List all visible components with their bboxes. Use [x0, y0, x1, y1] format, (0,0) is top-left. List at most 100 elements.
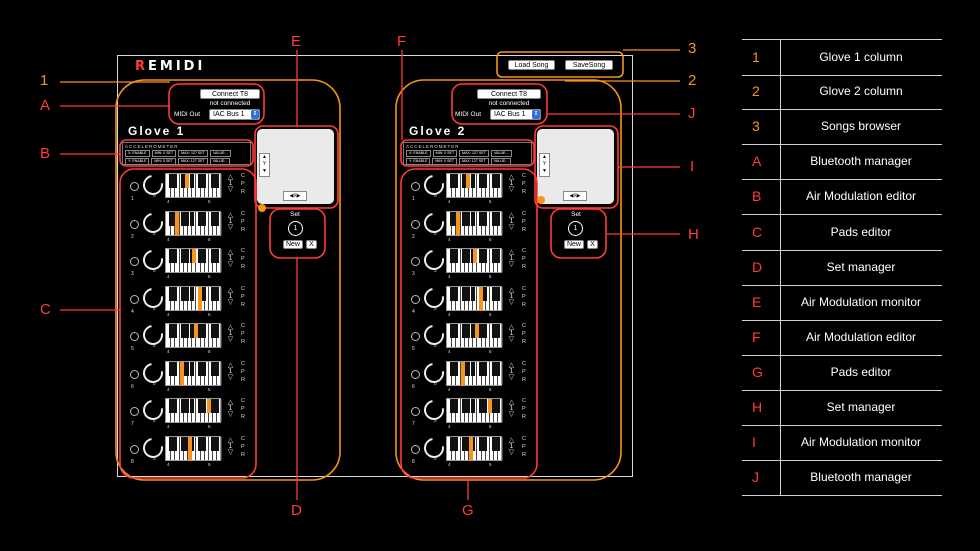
- glove1-delete-set-button[interactable]: X: [306, 240, 317, 249]
- pad-keyboard[interactable]: [446, 398, 503, 423]
- pad-keyboard[interactable]: [446, 248, 503, 273]
- glove2-delete-set-button[interactable]: X: [587, 240, 598, 249]
- pad-select-radio[interactable]: [411, 257, 420, 266]
- legend-text: Glove 2 column: [819, 84, 903, 99]
- pad-select-radio[interactable]: [411, 294, 420, 304]
- pad-knob-value: 0: [434, 380, 437, 386]
- select-chevron-icon: ⇕: [251, 110, 259, 119]
- glove1-new-set-button[interactable]: New: [283, 240, 303, 249]
- pad-keyboard[interactable]: [446, 210, 503, 236]
- glove1-set-number[interactable]: 1: [288, 221, 303, 236]
- octave-stepper[interactable]: △1▽: [227, 361, 234, 381]
- pad-select-radio[interactable]: [411, 182, 420, 191]
- pad-keyboard[interactable]: [165, 285, 222, 311]
- pad-select-radio[interactable]: [411, 332, 420, 341]
- glove2-new-set-button[interactable]: New: [564, 240, 584, 249]
- pad-knob-value: 0: [153, 418, 156, 423]
- octave-stepper[interactable]: △1▽: [227, 249, 234, 268]
- octave-stepper[interactable]: △1▽: [227, 211, 234, 231]
- octave-stepper[interactable]: △1▽: [508, 436, 515, 456]
- octave-stepper[interactable]: △1▽: [508, 211, 515, 231]
- octave-stepper[interactable]: △1▽: [227, 399, 234, 418]
- glove2-y-max[interactable]: MAX: 127 SET: [458, 158, 489, 165]
- glove2-y-min[interactable]: MIN: 0 SET: [432, 158, 457, 165]
- octave-stepper[interactable]: △1▽: [227, 286, 234, 306]
- glove1-connect-button[interactable]: Connect T8: [200, 89, 260, 99]
- glove2-y-enable[interactable]: Y: ENABLE: [406, 158, 431, 165]
- octave-stepper[interactable]: △1▽: [227, 324, 234, 343]
- legend-id: H: [752, 399, 763, 415]
- glove2-x-min[interactable]: MIN: 0 SET: [432, 150, 458, 157]
- octave-stepper[interactable]: △1▽: [508, 286, 515, 306]
- pad-keyboard[interactable]: [446, 435, 503, 461]
- glove2-midi-out-select[interactable]: IAC Bus 1 ⇕: [490, 109, 541, 120]
- octave-stepper[interactable]: △1▽: [508, 249, 515, 268]
- pad-keyboard[interactable]: [165, 248, 222, 273]
- glove1-x-axis-control[interactable]: ◀X▶: [283, 191, 307, 201]
- glove2-x-enable[interactable]: X: ENABLE: [406, 150, 431, 157]
- octave-stepper[interactable]: △1▽: [227, 174, 234, 193]
- octave-stepper[interactable]: △1▽: [508, 174, 515, 193]
- pad-keyboard[interactable]: [446, 323, 503, 348]
- glove2-y-axis-control[interactable]: ▲Y▼: [539, 153, 550, 177]
- glove2-set-outline: [550, 208, 607, 259]
- glove1-y-enable[interactable]: Y: ENABLE: [125, 158, 150, 165]
- pad-keyboard[interactable]: [165, 210, 222, 236]
- pad-keyboard[interactable]: [165, 360, 222, 386]
- glove2-x-axis-control[interactable]: ◀X▶: [563, 191, 587, 201]
- pad-keyboard[interactable]: [165, 398, 222, 423]
- pad-select-radio[interactable]: [130, 257, 139, 266]
- octave-stepper[interactable]: △1▽: [508, 324, 515, 343]
- glove2-x-max[interactable]: MAX: 127 SET: [459, 150, 489, 157]
- octave-stepper[interactable]: △1▽: [227, 436, 234, 456]
- glove2-title: Glove 2: [409, 124, 467, 138]
- pad-keyboard[interactable]: [446, 173, 503, 198]
- pad-keyboard[interactable]: [446, 360, 503, 386]
- pad-select-radio[interactable]: [130, 444, 139, 454]
- load-song-button[interactable]: Load Song: [508, 60, 555, 70]
- pad-select-radio[interactable]: [130, 219, 139, 229]
- octave-stepper[interactable]: △1▽: [508, 399, 515, 418]
- glove1-y-min[interactable]: MIN: 0 SET: [151, 158, 176, 165]
- pad-keyboard[interactable]: [165, 435, 222, 461]
- pad-select-radio[interactable]: [411, 219, 420, 229]
- glove1-x-min[interactable]: MIN: 0 SET: [151, 150, 177, 157]
- pad-keyboard[interactable]: [165, 323, 222, 348]
- pad-select-radio[interactable]: [130, 182, 139, 191]
- glove2-monitor-outline: [534, 125, 619, 209]
- save-song-button[interactable]: SaveSong: [565, 60, 613, 70]
- glove1-x-max[interactable]: MAX: 127 SET: [178, 150, 208, 157]
- pad-select-radio[interactable]: [130, 332, 139, 341]
- pad-keyboard[interactable]: [165, 173, 222, 198]
- pad-keyboard[interactable]: [446, 285, 503, 311]
- pad-select-radio[interactable]: [130, 294, 139, 304]
- glove1-y-max[interactable]: MAX: 127 SET: [177, 158, 208, 165]
- glove2-set-number[interactable]: 1: [568, 221, 583, 236]
- glove1-x-enable[interactable]: X: ENABLE: [125, 150, 150, 157]
- pad-select-radio[interactable]: [411, 407, 420, 416]
- octave-stepper[interactable]: △1▽: [508, 361, 515, 381]
- pad-select-radio[interactable]: [130, 369, 139, 379]
- pad-select-radio[interactable]: [411, 444, 420, 454]
- glove1-y-axis-control[interactable]: ▲Y▼: [259, 153, 270, 177]
- pad-select-radio[interactable]: [130, 407, 139, 416]
- glove2-connect-button[interactable]: Connect T8: [477, 89, 541, 99]
- pad-select-radio[interactable]: [411, 369, 420, 379]
- glove1-midi-out-select[interactable]: IAC Bus 1 ⇕: [209, 109, 260, 120]
